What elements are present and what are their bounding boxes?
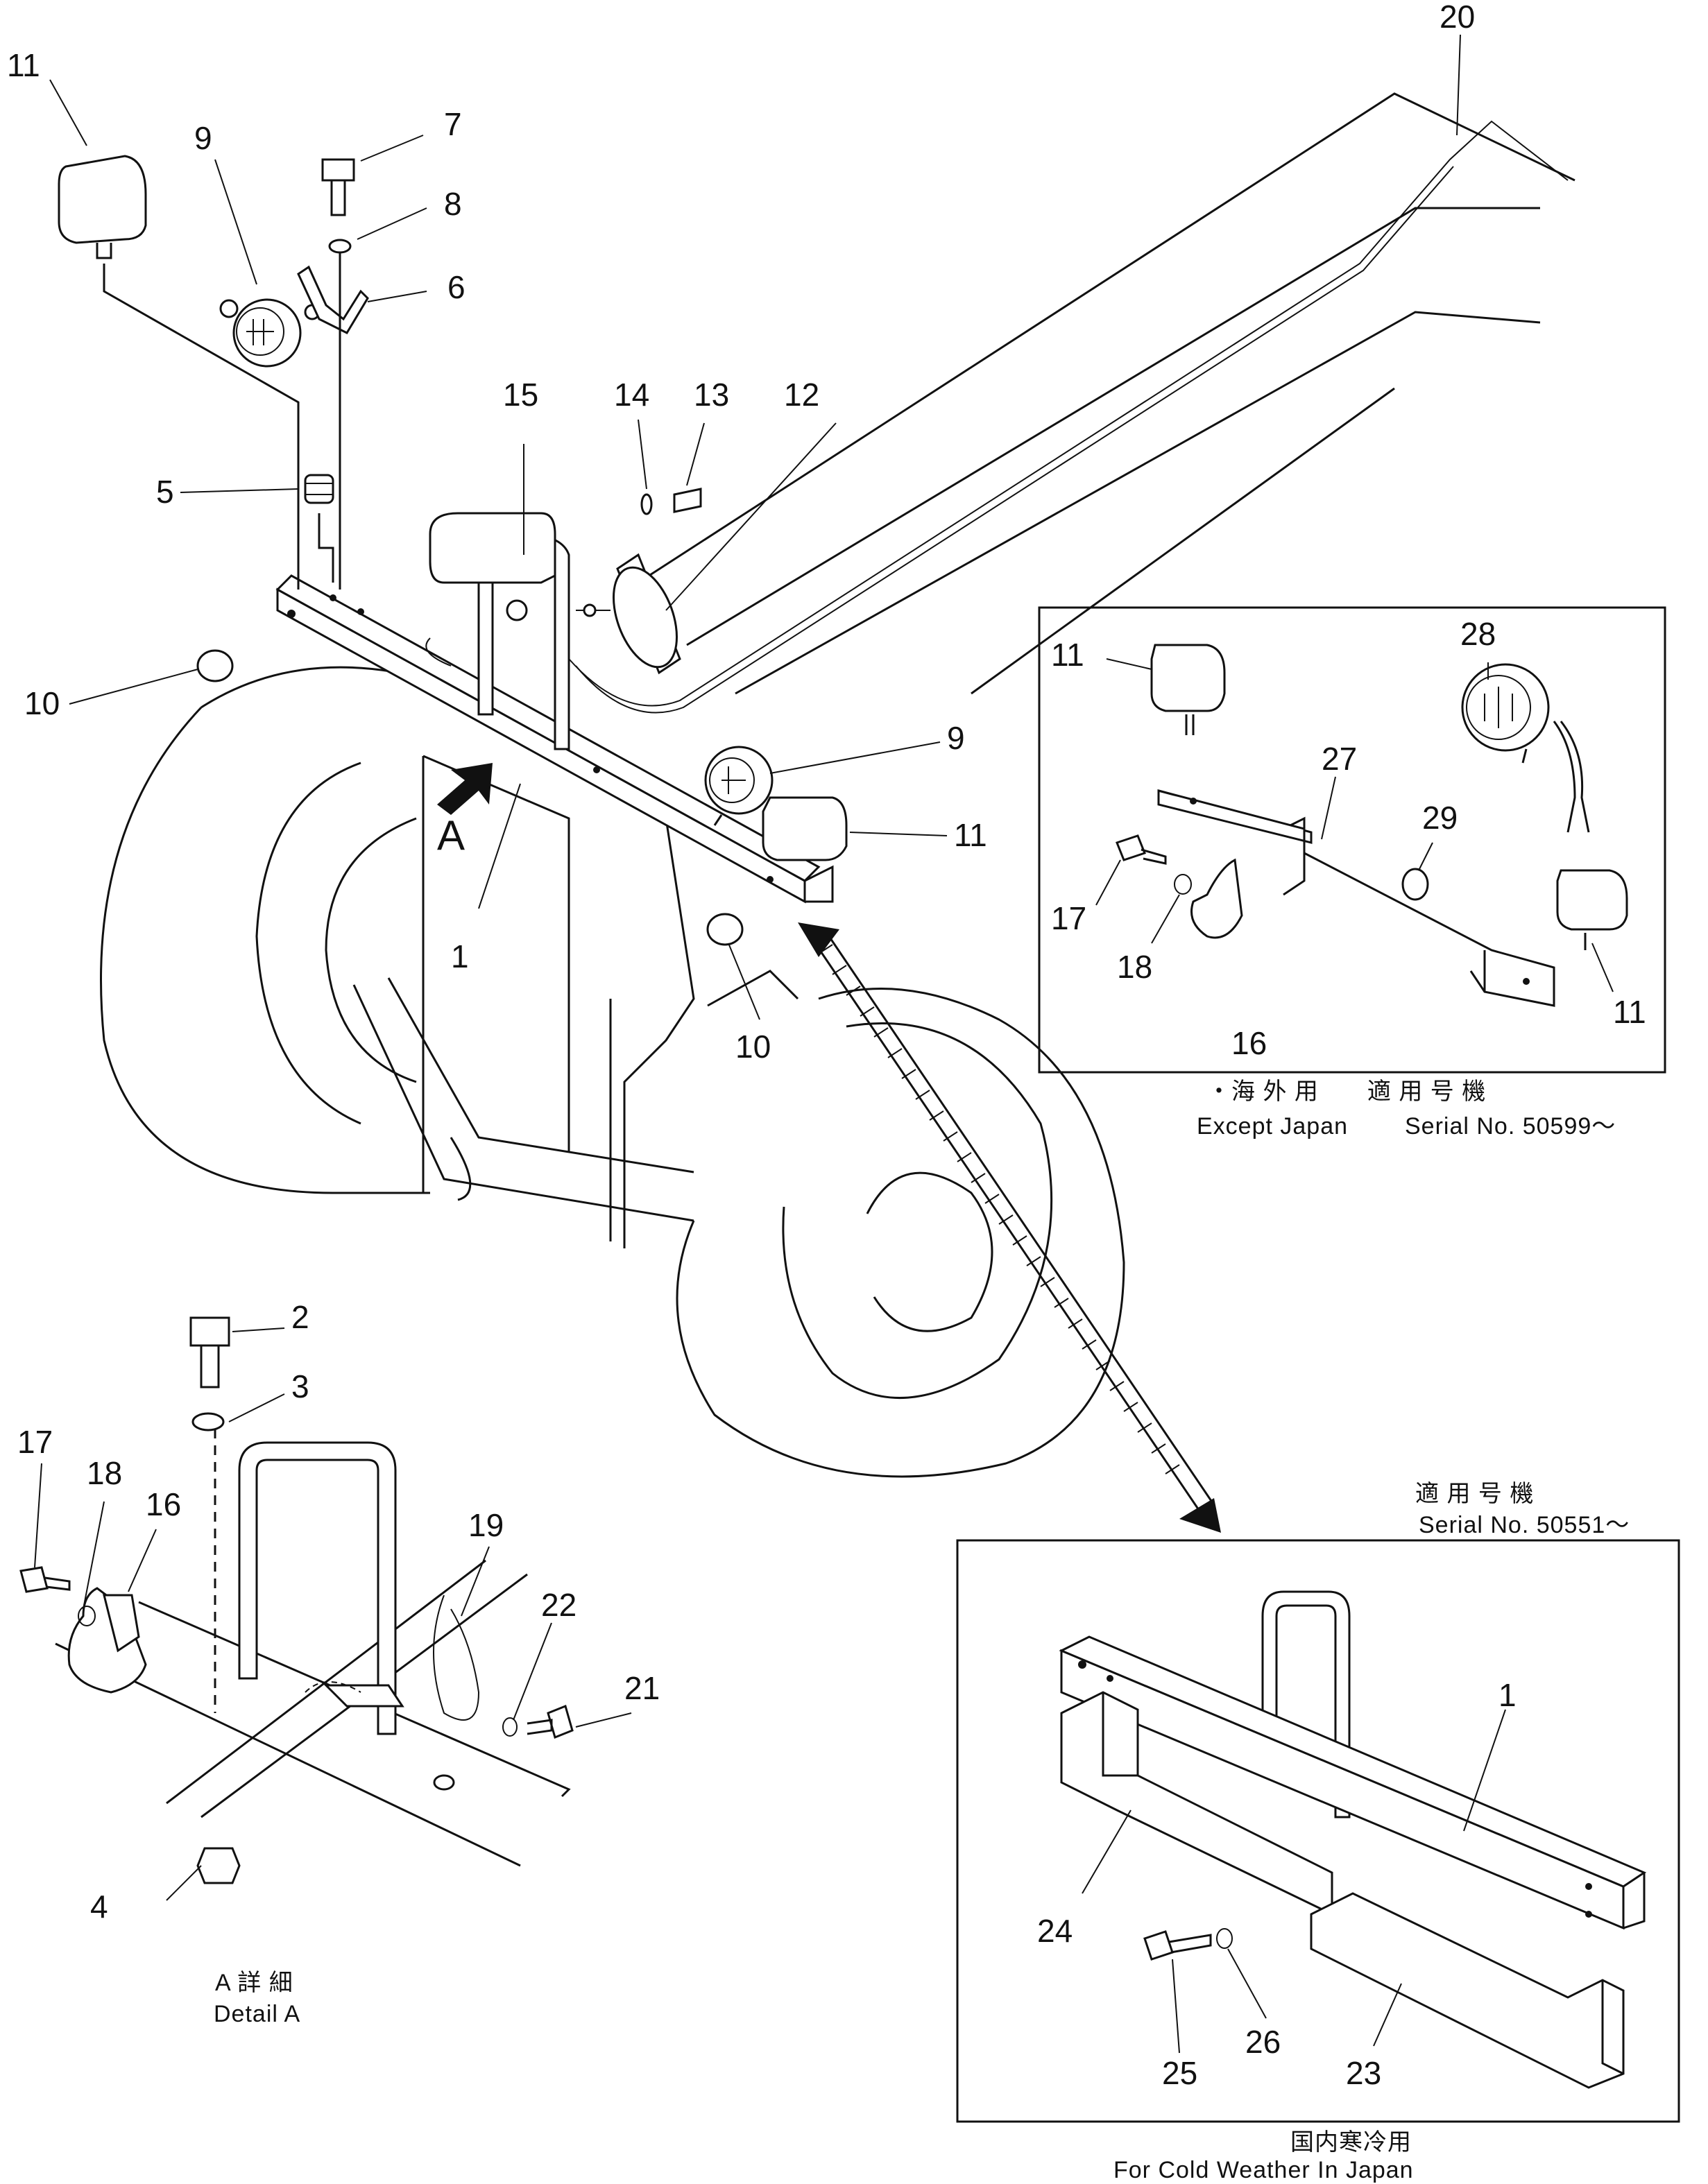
- label-inset-part-11-top: 11: [1051, 637, 1084, 673]
- label-inset-part-17: 17: [1051, 900, 1086, 936]
- cold-weather-serial: Serial No. 50551～: [1419, 1512, 1630, 1538]
- label-inset-part-18: 18: [1117, 949, 1152, 985]
- work-lamp-right: [762, 796, 848, 861]
- label-inset-part-16: 16: [1231, 1025, 1267, 1061]
- headlamp-left: [219, 298, 321, 368]
- label-detail-part-3: 3: [291, 1368, 309, 1404]
- detail-a-title: Detail A: [214, 2001, 300, 2027]
- headlamp-right: [704, 746, 774, 826]
- part-number-labels: 11 9 7 8 6 5 10 15 14 13 12 9 11 10 1 A …: [7, 0, 1646, 2091]
- detail-a-jp-title: A 詳 細: [215, 1970, 293, 1996]
- detail-a-view: [19, 1316, 574, 1884]
- grommet-left: [304, 474, 334, 583]
- inset-cold-weather: [956, 1539, 1680, 2123]
- label-part-8: 8: [444, 186, 462, 222]
- label-cold-part-24: 24: [1037, 1913, 1073, 1949]
- label-part-10-left: 10: [24, 685, 60, 721]
- except-japan-caption: Except Japan: [1197, 1113, 1348, 1140]
- label-part-13: 13: [694, 377, 729, 413]
- label-part-6: 6: [447, 269, 466, 305]
- label-part-15: 15: [503, 377, 538, 413]
- reference-double-arrow: [798, 922, 1221, 1533]
- label-cold-part-25: 25: [1162, 2055, 1197, 2091]
- label-part-5: 5: [156, 474, 174, 510]
- inset-except-japan: [1038, 606, 1666, 1074]
- label-cold-part-23: 23: [1346, 2055, 1381, 2091]
- cold-weather-jp-caption: 国内寒冷用: [1290, 2129, 1412, 2156]
- label-inset-part-29: 29: [1422, 800, 1458, 836]
- label-part-10-right: 10: [735, 1029, 771, 1065]
- label-part-9-right: 9: [947, 720, 965, 756]
- cold-weather-caption: For Cold Weather In Japan: [1113, 2157, 1414, 2183]
- view-arrow-a: [437, 763, 493, 815]
- label-part-20: 20: [1440, 0, 1475, 35]
- label-detail-part-2: 2: [291, 1299, 309, 1335]
- label-part-12: 12: [784, 377, 819, 413]
- label-part-7: 7: [444, 106, 462, 142]
- label-detail-part-19: 19: [468, 1507, 504, 1543]
- label-detail-part-21: 21: [624, 1670, 660, 1706]
- cushion-left: [196, 649, 234, 682]
- label-part-14: 14: [614, 377, 649, 413]
- label-inset-part-11-bottom: 11: [1613, 994, 1646, 1030]
- leader-lines: [34, 34, 1614, 2054]
- label-detail-part-4: 4: [90, 1889, 108, 1925]
- label-part-11-top: 11: [7, 47, 40, 83]
- label-inset-part-28: 28: [1460, 616, 1496, 652]
- except-japan-jp-caption: ・海 外 用 適 用 号 機: [1207, 1078, 1486, 1105]
- label-cold-part-26: 26: [1245, 2024, 1281, 2060]
- front-guard-bar: [275, 574, 834, 904]
- label-part-1-main: 1: [451, 938, 469, 974]
- label-inset-part-27: 27: [1322, 741, 1357, 777]
- bracket-bolt-left: [297, 158, 369, 590]
- view-marker-a: A: [437, 812, 465, 859]
- cold-weather-jp-serial-heading: 適 用 号 機: [1415, 1481, 1534, 1507]
- except-japan-serial: Serial No. 50599～: [1405, 1113, 1616, 1140]
- label-detail-part-22: 22: [541, 1587, 577, 1623]
- label-part-9-left: 9: [194, 120, 212, 156]
- label-part-11-right: 11: [954, 817, 987, 853]
- work-lamp-left-top: [58, 155, 300, 590]
- label-detail-part-18: 18: [87, 1455, 122, 1491]
- label-detail-part-17: 17: [17, 1424, 53, 1460]
- label-detail-part-16: 16: [146, 1486, 181, 1522]
- captions: ・海 外 用 適 用 号 機 Except Japan Serial No. 5…: [214, 1078, 1630, 2183]
- label-cold-part-1: 1: [1498, 1677, 1517, 1713]
- cushion-right: [706, 913, 744, 946]
